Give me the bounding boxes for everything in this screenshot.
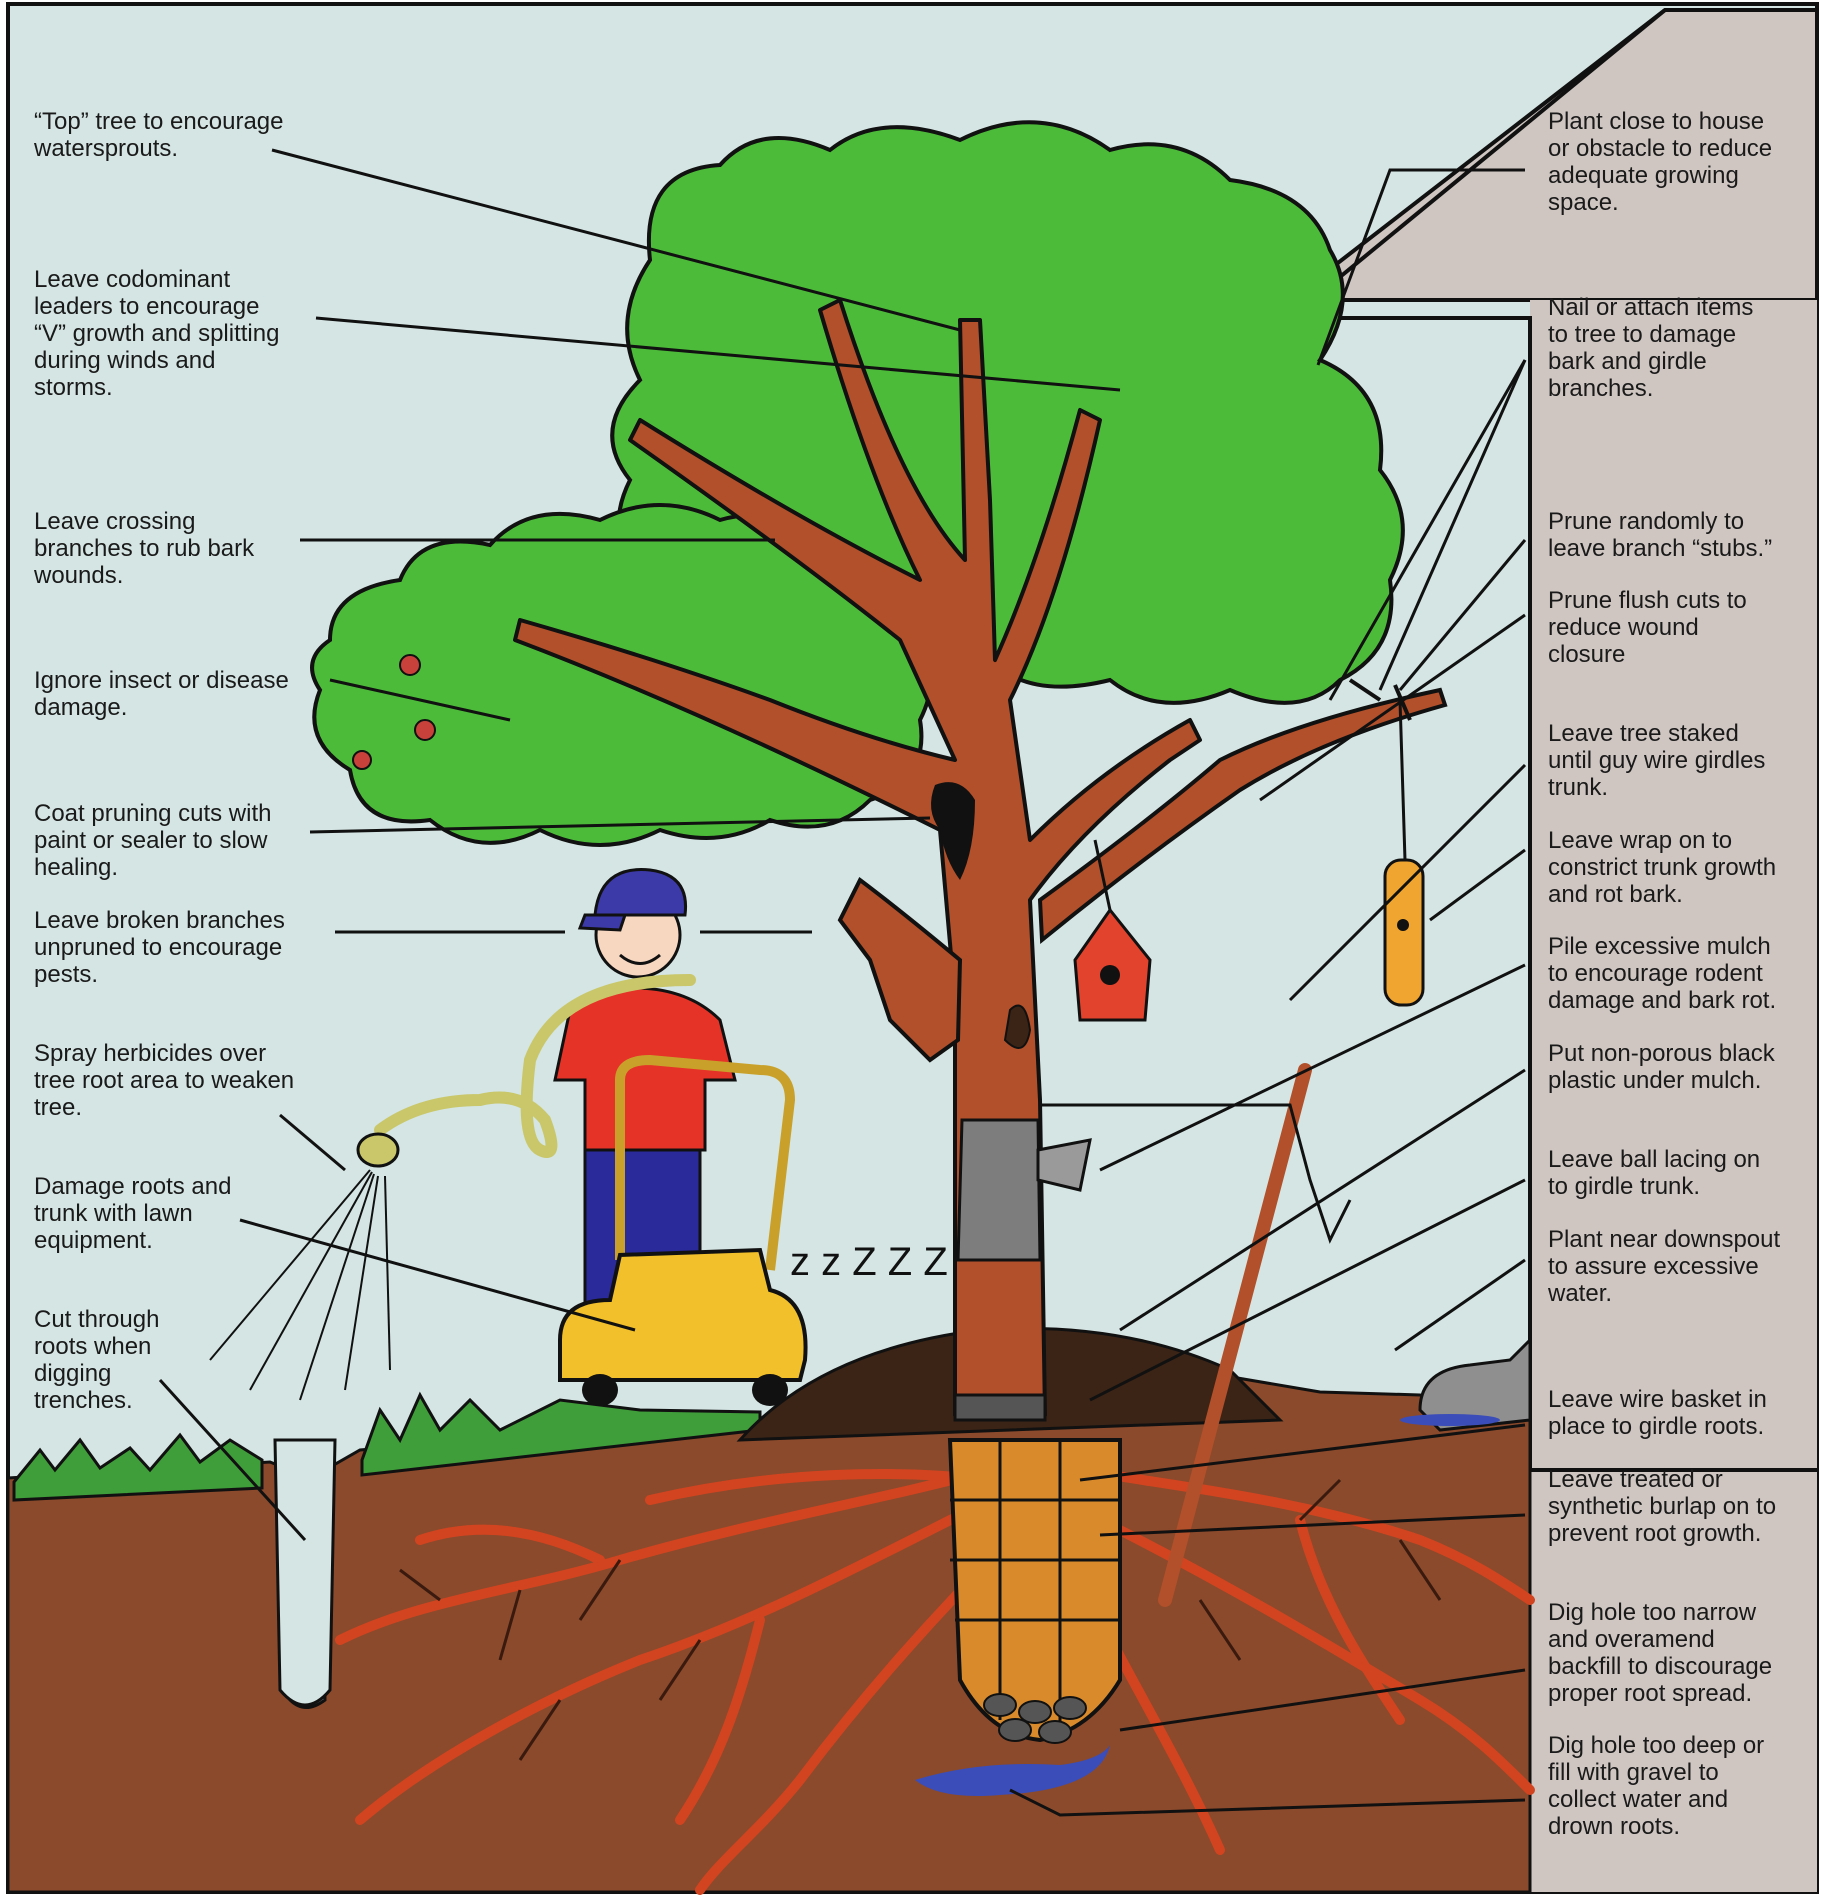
label-prune-randomly: Prune randomly to leave branch “stubs.” — [1548, 508, 1818, 562]
label-damage-roots: Damage roots and trunk with lawn equipme… — [34, 1173, 334, 1254]
label-nail-items: Nail or attach items to tree to damage b… — [1548, 294, 1818, 402]
label-tree-staked: Leave tree staked until guy wire girdles… — [1548, 720, 1818, 801]
label-wire-basket: Leave wire basket in place to girdle roo… — [1548, 1386, 1818, 1440]
label-ball-lacing: Leave ball lacing on to girdle trunk. — [1548, 1146, 1818, 1200]
label-spray-herbicides: Spray herbicides over tree root area to … — [34, 1040, 334, 1121]
label-burlap: Leave treated or synthetic burlap on to … — [1548, 1466, 1818, 1547]
label-excessive-mulch: Pile excessive mulch to encourage rodent… — [1548, 933, 1818, 1014]
label-insect-disease: Ignore insect or disease damage. — [34, 667, 334, 721]
label-prune-flush-cuts: Prune flush cuts to reduce wound closure — [1548, 587, 1818, 668]
trench — [275, 1440, 335, 1705]
label-broken-branches: Leave broken branches unpruned to encour… — [34, 907, 334, 988]
label-hole-too-deep: Dig hole too deep or fill with gravel to… — [1548, 1732, 1818, 1840]
label-top-tree: “Top” tree to encourage watersprouts. — [34, 108, 334, 162]
label-cut-through-roots: Cut through roots when digging trenches. — [34, 1306, 334, 1414]
canker — [1005, 1006, 1030, 1049]
label-crossing-branches: Leave crossing branches to rub bark woun… — [34, 508, 334, 589]
label-black-plastic: Put non-porous black plastic under mulch… — [1548, 1040, 1818, 1094]
trunk-wrap-flap — [1038, 1140, 1090, 1190]
label-coat-pruning-cuts: Coat pruning cuts with paint or sealer t… — [34, 800, 334, 881]
root-ball-burlap — [950, 1440, 1120, 1740]
label-plant-close-to-house: Plant close to house or obstacle to redu… — [1548, 108, 1818, 216]
trunk-wrap — [958, 1120, 1040, 1260]
downspout-water — [1400, 1414, 1500, 1426]
label-hole-too-narrow: Dig hole too narrow and overamend backfi… — [1548, 1599, 1818, 1707]
sound-effect-text: z z Z Z Z — [790, 1240, 948, 1284]
label-trunk-wrap: Leave wrap on to constrict trunk growth … — [1548, 827, 1818, 908]
label-downspout: Plant near downspout to assure excessive… — [1548, 1226, 1818, 1307]
ball-lacing — [955, 1395, 1045, 1420]
label-codominant-leaders: Leave codominant leaders to encourage “V… — [34, 266, 334, 401]
spray-nozzle — [358, 1134, 398, 1166]
